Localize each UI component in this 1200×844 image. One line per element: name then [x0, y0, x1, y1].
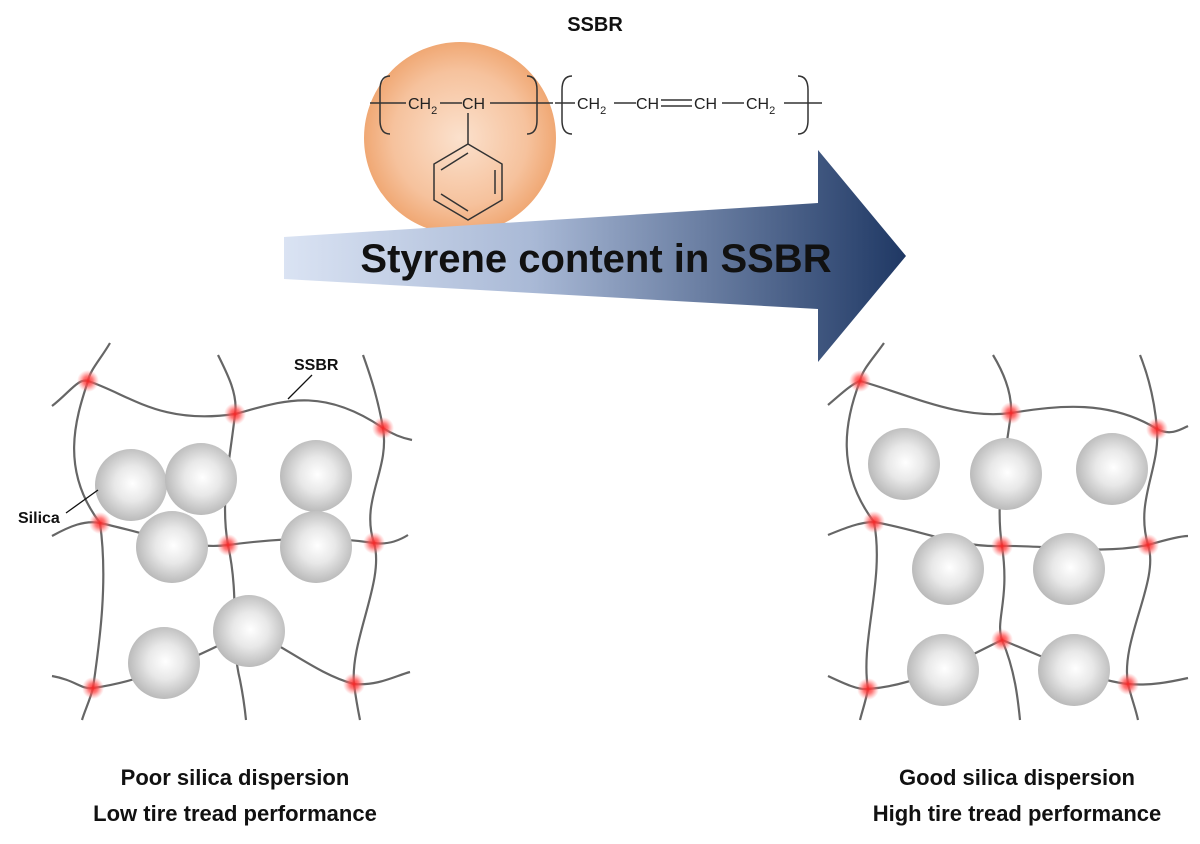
left-caption: Poor silica dispersion Low tire tread pe…	[35, 760, 435, 832]
crosslink-point	[82, 677, 104, 699]
crosslink-point	[1117, 673, 1139, 695]
right-caption: Good silica dispersion High tire tread p…	[817, 760, 1200, 832]
crosslink-point	[372, 417, 394, 439]
right-network-panel	[827, 342, 1189, 721]
silica-particle	[95, 449, 167, 521]
crosslink-point	[991, 535, 1013, 557]
formula-styrene-ch: CH	[462, 96, 485, 113]
crosslink-point	[1146, 418, 1168, 440]
right-silica-particles	[868, 428, 1148, 706]
right-polymer-chains	[827, 342, 1189, 721]
formula-styrene-ch2: CH2	[408, 96, 437, 117]
formula-butadiene-ch2-a: CH2	[577, 96, 606, 117]
crosslink-point	[1137, 534, 1159, 556]
right-caption-line1: Good silica dispersion	[899, 765, 1135, 790]
crosslink-point	[224, 403, 246, 425]
silica-particle	[165, 443, 237, 515]
crosslink-point	[857, 678, 879, 700]
ssbr-chain-label: SSBR	[294, 357, 339, 374]
silica-particle	[128, 627, 200, 699]
left-caption-line2: Low tire tread performance	[93, 801, 377, 826]
bracket-left-open	[379, 75, 391, 135]
silica-particle	[912, 533, 984, 605]
silica-particle	[1038, 634, 1110, 706]
bracket-right-close	[797, 75, 809, 135]
direction-arrow	[284, 150, 906, 362]
left-caption-line1: Poor silica dispersion	[120, 765, 350, 790]
arrow-label: Styrene content in SSBR	[360, 237, 831, 281]
formula-butadiene-ch2-b: CH2	[746, 96, 775, 117]
silica-label: Silica	[18, 510, 60, 527]
crosslink-point	[217, 534, 239, 556]
silica-particle	[136, 511, 208, 583]
bracket-right-open	[561, 75, 573, 135]
left-silica-particles	[95, 440, 352, 699]
formula-butadiene-ch-a: CH	[636, 96, 659, 113]
left-network-panel: SSBR Silica	[18, 342, 413, 721]
crosslink-point	[89, 512, 111, 534]
crosslink-point	[363, 532, 385, 554]
benzene-ring	[433, 143, 503, 221]
crosslink-point	[1000, 402, 1022, 424]
crosslink-point	[849, 370, 871, 392]
silica-particle	[280, 440, 352, 512]
crosslink-point	[343, 673, 365, 695]
right-crosslinks	[849, 370, 1168, 700]
styrene-highlight-circle	[364, 42, 556, 234]
crosslink-point	[77, 370, 99, 392]
left-crosslinks	[77, 370, 394, 699]
silica-particle	[1033, 533, 1105, 605]
bracket-left-close	[526, 75, 538, 135]
formula-butadiene-ch-b: CH	[694, 96, 717, 113]
ssbr-pointer-line	[287, 374, 313, 400]
silica-particle	[1076, 433, 1148, 505]
silica-particle	[868, 428, 940, 500]
formula-text: CH2 CH CH2 CH CH CH2	[408, 96, 775, 117]
silica-particle	[280, 511, 352, 583]
crosslink-point	[863, 511, 885, 533]
silica-particle	[970, 438, 1042, 510]
right-caption-line2: High tire tread performance	[872, 801, 1162, 826]
chemical-structure	[370, 75, 822, 221]
silica-particle	[213, 595, 285, 667]
silica-pointer-line	[65, 489, 99, 514]
ssbr-title: SSBR	[567, 14, 623, 36]
crosslink-point	[991, 629, 1013, 651]
silica-particle	[907, 634, 979, 706]
